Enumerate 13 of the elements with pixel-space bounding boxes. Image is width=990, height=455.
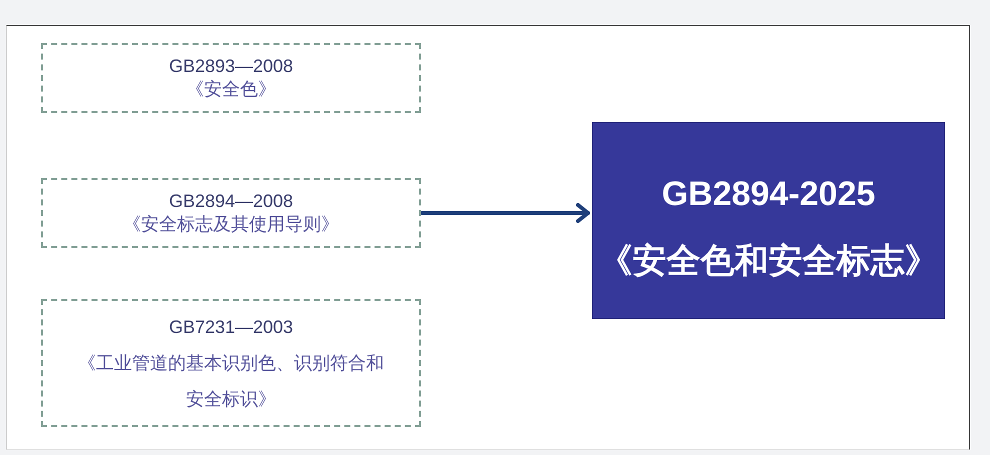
standard-title: 《工业管道的基本识别色、识别符合和安全标识》	[77, 352, 385, 411]
standard-card	[41, 43, 421, 113]
standard-title: 《安全标志及其使用导则》	[123, 213, 339, 236]
standard-card	[592, 122, 945, 319]
standard-card	[41, 178, 421, 248]
standard-code: GB2893—2008	[168, 55, 294, 78]
standard-title: 《安全色和安全标志》	[598, 240, 938, 282]
standard-card	[41, 299, 421, 427]
standard-title: 《安全色》	[186, 78, 276, 101]
arrow	[420, 203, 590, 223]
standard-code: GB2894-2025	[662, 174, 876, 214]
standard-code: GB2894—2008	[168, 190, 294, 213]
standard-code: GB7231—2003	[168, 316, 294, 339]
